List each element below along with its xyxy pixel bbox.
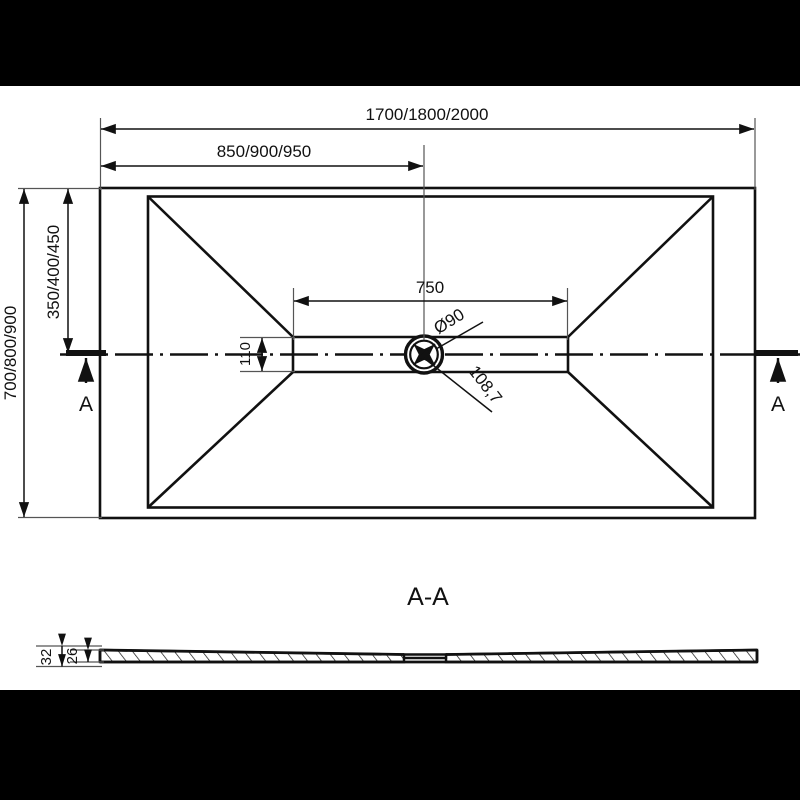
leader-line-drain-depth <box>423 357 493 413</box>
dim-section-panel-thickness: 26 <box>64 637 104 665</box>
dim-label-half-width: 350/400/450 <box>44 225 63 320</box>
dim-label-overall-width: 700/800/900 <box>1 306 20 401</box>
section-top-right-edge <box>445 648 758 656</box>
section-view-group: A-A 32 <box>36 583 759 668</box>
dim-overall-width: 700/800/900 <box>1 187 102 519</box>
dim-label-section-panel-thickness: 26 <box>64 648 81 665</box>
fold-line-bottom-left <box>147 371 294 509</box>
section-mark-left-label: A <box>79 393 93 416</box>
section-bar-right <box>755 350 798 356</box>
dim-label-channel-half-width: 110 <box>237 342 254 366</box>
dim-label-section-total-height: 32 <box>38 649 55 666</box>
top-letterbox-band <box>0 0 800 86</box>
dim-label-half-length: 850/900/950 <box>217 142 312 161</box>
fold-line-bottom-right <box>567 371 714 509</box>
dim-label-drain-diameter: Ø90 <box>430 305 467 338</box>
dim-overall-length: 1700/1800/2000 <box>99 105 756 190</box>
section-top-left-edge <box>99 648 405 656</box>
fold-line-top-right <box>567 195 714 338</box>
section-drain-recess <box>402 653 448 660</box>
bottom-letterbox-band <box>0 690 800 800</box>
section-mark-right-label: A <box>771 393 785 416</box>
dim-label-channel-length: 750 <box>416 278 444 297</box>
drain-diameter-arrow-b <box>412 343 436 366</box>
section-body <box>98 648 759 664</box>
dim-label-drain-depth: 108,7 <box>465 362 506 407</box>
tray-inner-rim-outline <box>146 195 715 509</box>
dim-label-overall-length: 1700/1800/2000 <box>366 105 489 124</box>
section-mark-right: A <box>755 350 798 416</box>
section-mark-left: A <box>66 350 106 416</box>
plan-view-group: 1700/1800/2000 850/900/950 700/800/900 3… <box>1 105 800 520</box>
leader-line-drain-diameter <box>435 321 484 350</box>
section-bar-left <box>66 350 106 356</box>
section-view-title: A-A <box>407 583 449 611</box>
dim-channel-length: 750 <box>292 278 569 340</box>
fold-line-top-left <box>147 195 294 338</box>
dim-half-width: 350/400/450 <box>44 189 74 353</box>
dim-half-length: 850/900/950 <box>101 142 425 340</box>
tray-slope-fold-lines <box>147 195 714 509</box>
drain-outlet <box>403 334 445 375</box>
dim-channel-half-width: 110 <box>237 336 295 373</box>
